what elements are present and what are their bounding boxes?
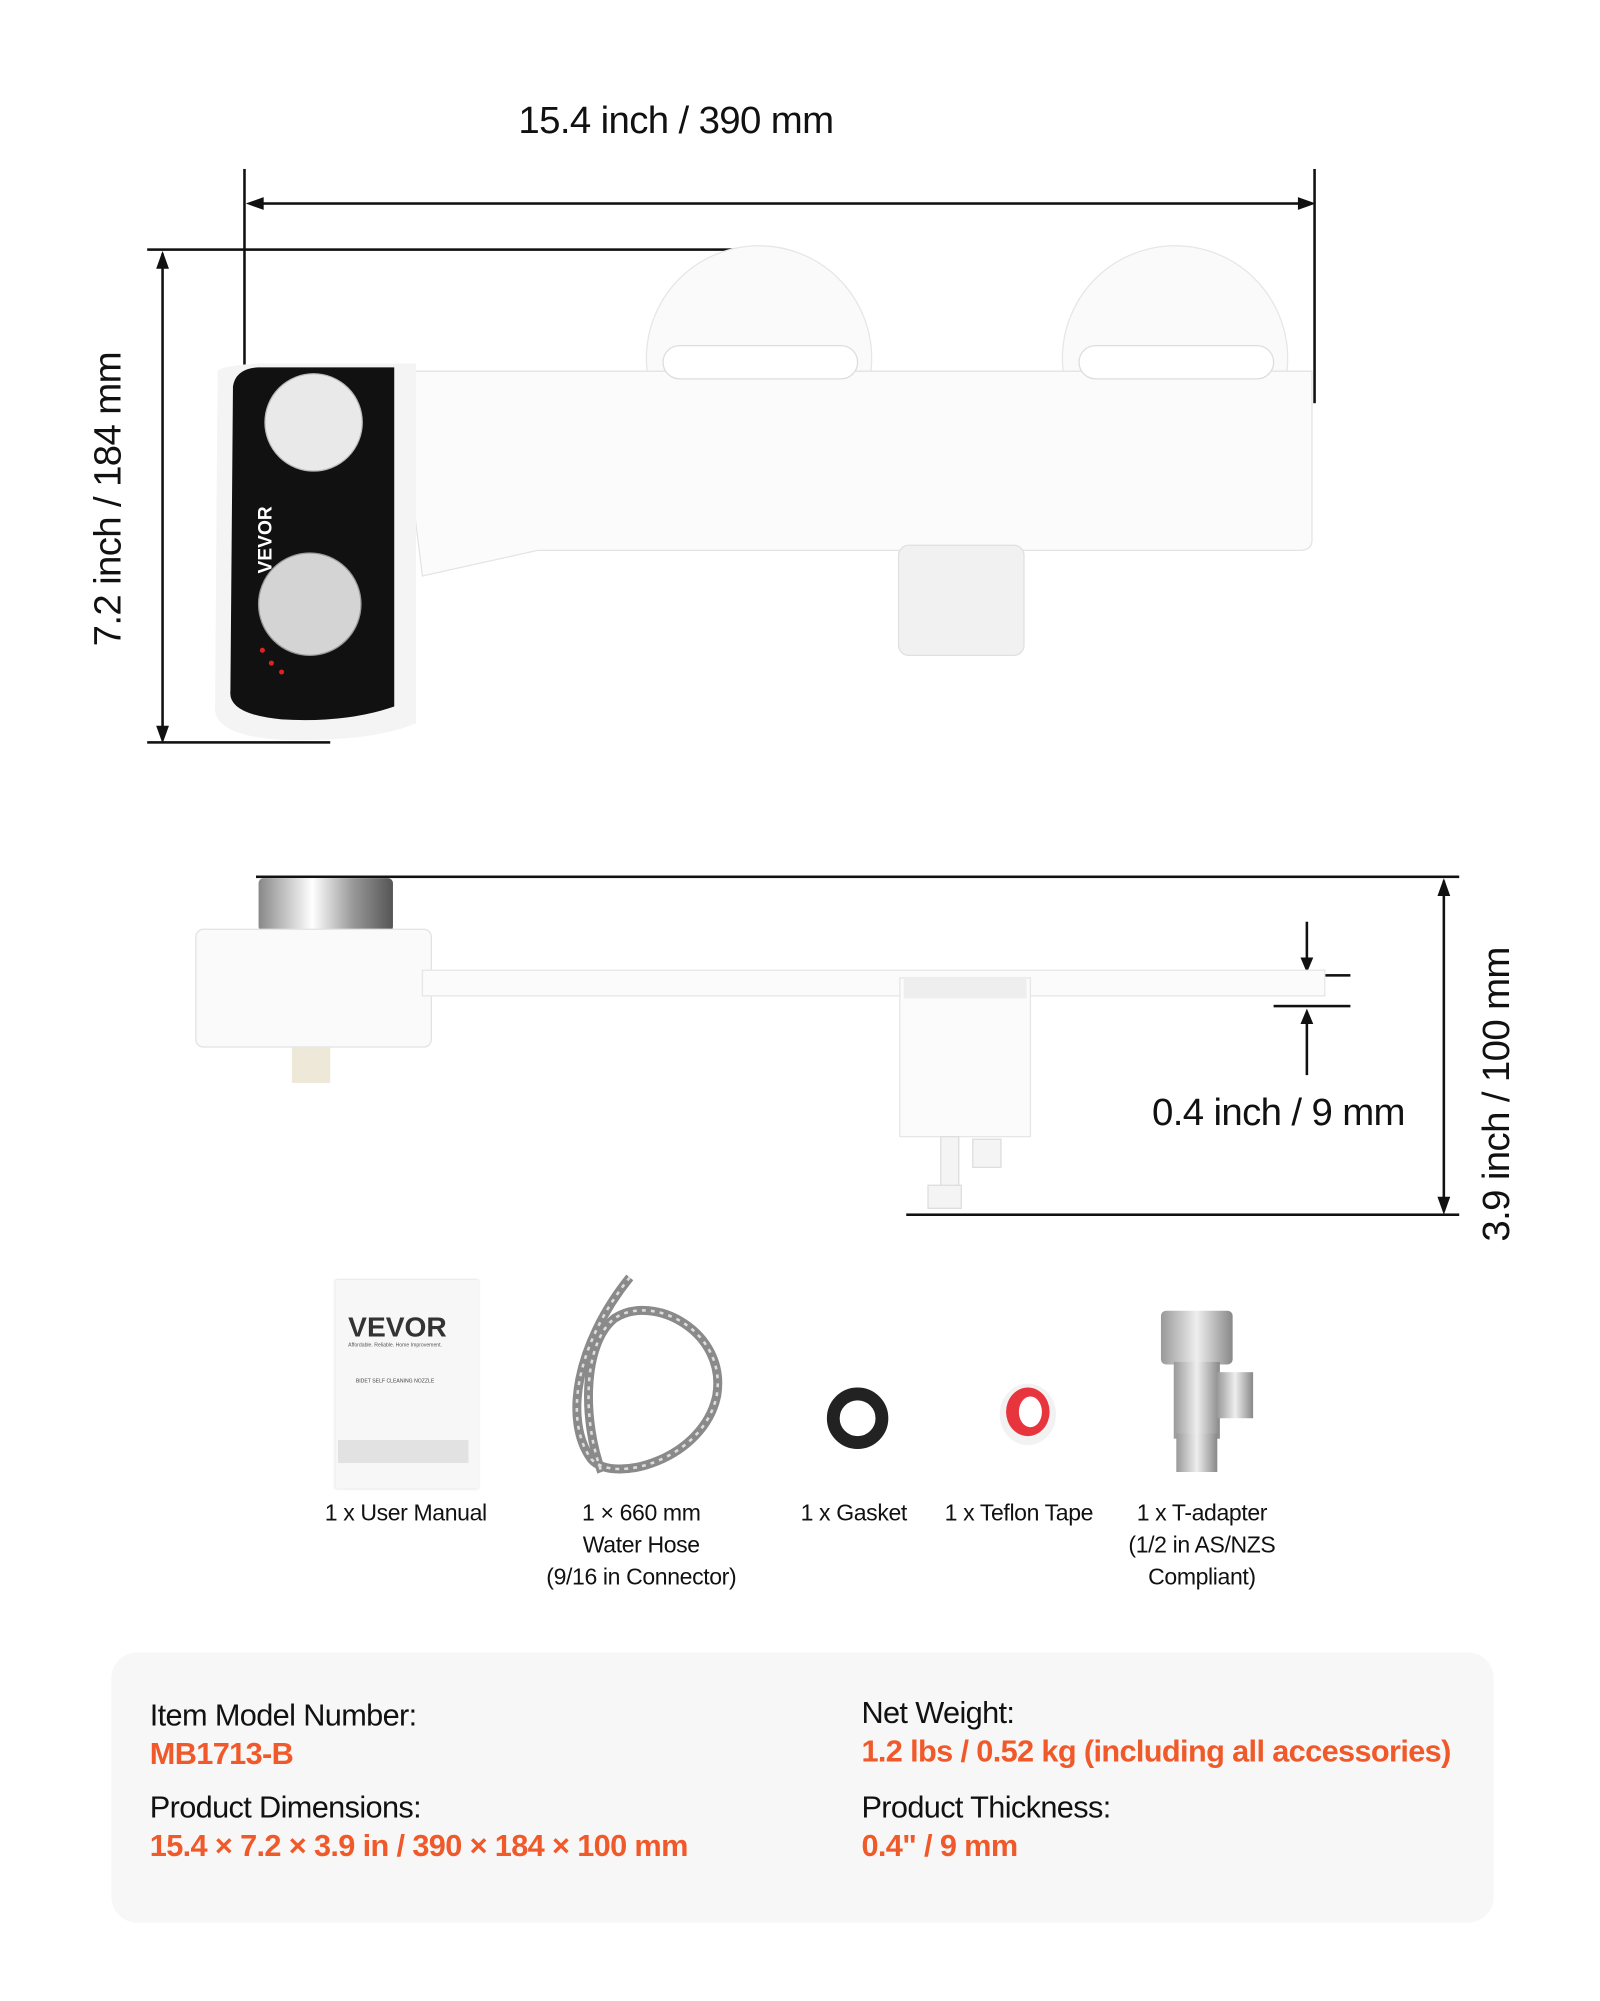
accessory-label-line: 1 x T-adapter	[1136, 1500, 1268, 1526]
height-arrowheads	[1437, 878, 1451, 1215]
accessory-label-line: 1 x Teflon Tape	[944, 1500, 1094, 1526]
gasket-icon	[826, 1387, 889, 1449]
hose-icon	[572, 1274, 723, 1474]
extension-line	[147, 741, 331, 744]
accessory-label: 1 x T-adapter (1/2 in AS/NZS Compliant)	[1128, 1498, 1275, 1594]
model-number-label: Item Model Number:	[149, 1698, 417, 1734]
bidet-side-view	[195, 878, 1326, 1209]
thickness-value: 0.4" / 9 mm	[861, 1829, 1018, 1864]
accessory-label-line: (1/2 in AS/NZS	[1128, 1532, 1276, 1558]
accessory-label-line: Compliant)	[1148, 1564, 1256, 1590]
height-dimension-label: 3.9 inch / 100 mm	[1475, 947, 1519, 1242]
user-manual-image: VEVOR Affordable. Reliable. Home Improve…	[335, 1280, 479, 1489]
extension-line	[147, 248, 757, 251]
extension-line	[1313, 168, 1316, 404]
manual-brand: VEVOR	[348, 1310, 447, 1343]
brand-logo: VEVOR	[255, 506, 276, 573]
accessory-label: 1 x Teflon Tape	[944, 1498, 1094, 1530]
thickness-arrows	[1300, 921, 1314, 1076]
bidet-top-view: VEVOR	[215, 245, 1313, 741]
accessory-label-line: (9/16 in Connector)	[546, 1564, 737, 1590]
thickness-label: Product Thickness:	[861, 1790, 1111, 1826]
net-weight-label: Net Weight:	[861, 1696, 1015, 1731]
accessory-label: 1 x Gasket	[800, 1498, 908, 1530]
net-weight-value: 1.2 lbs / 0.52 kg (including all accesso…	[861, 1734, 1451, 1769]
width-dimension-label: 15.4 inch / 390 mm	[518, 99, 834, 143]
accessory-label-line: 1 x Gasket	[800, 1500, 908, 1526]
dimensions-label: Product Dimensions:	[149, 1790, 422, 1826]
thickness-line	[1273, 1004, 1351, 1008]
width-arrowheads	[245, 197, 1316, 210]
manual-tagline: Affordable. Reliable. Home Improvement.	[348, 1341, 442, 1348]
height-dimension-line	[1442, 880, 1446, 1211]
accessory-label-line: 1 × 660 mm	[582, 1500, 701, 1526]
accessory-label: 1 × 660 mm Water Hose (9/16 in Connector)	[546, 1498, 736, 1594]
width-dimension-line	[249, 202, 1310, 205]
teflon-tape-icon	[999, 1383, 1056, 1446]
depth-dimension-label: 7.2 inch / 184 mm	[87, 352, 130, 647]
thickness-dimension-label: 0.4 inch / 9 mm	[1152, 1091, 1406, 1135]
extension-line	[906, 1213, 1460, 1216]
manual-title: BIDET SELF CLEANING NOZZLE	[355, 1377, 435, 1384]
t-adapter-icon	[1160, 1310, 1254, 1472]
depth-arrowheads	[156, 250, 169, 744]
dimensions-value: 15.4 × 7.2 × 3.9 in / 390 × 184 × 100 mm	[149, 1829, 689, 1864]
model-number-value: MB1713-B	[149, 1736, 294, 1772]
extension-line	[243, 168, 246, 384]
extension-line	[256, 875, 1460, 879]
specs-panel	[111, 1652, 1494, 1923]
accessory-label-line: Water Hose	[582, 1532, 700, 1558]
accessory-label-line: 1 x User Manual	[324, 1500, 487, 1526]
accessory-label: 1 x User Manual	[325, 1498, 487, 1530]
depth-dimension-line	[161, 253, 164, 740]
